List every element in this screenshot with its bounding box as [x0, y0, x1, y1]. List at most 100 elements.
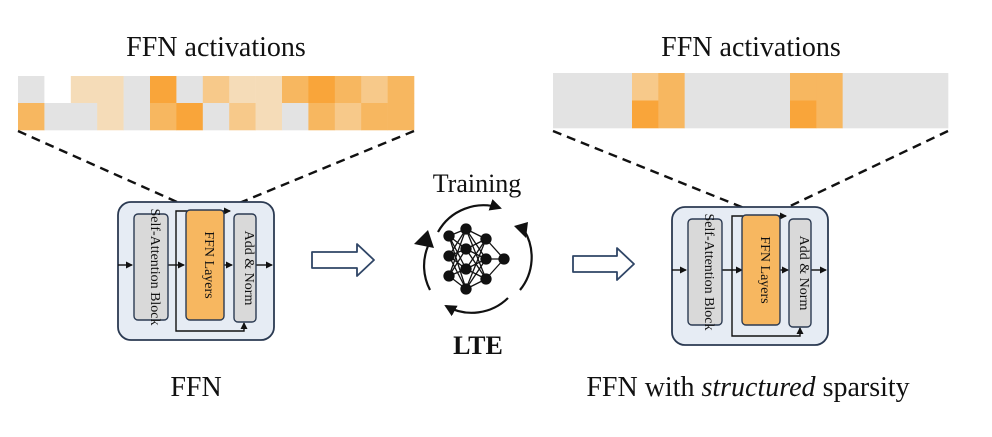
- left-heatmap-cell-r1-c12: [334, 103, 362, 131]
- left-heatmap-cell-r1-c7: [202, 103, 230, 131]
- left-self-attention-label: Self-Attention Block: [147, 208, 162, 325]
- right-heatmap-cell-r1-c7: [737, 100, 764, 129]
- right-heatmap-cell-r0-c10: [816, 73, 843, 101]
- right-transformer-block: Self-Attention Block FFN Layers Add & No…: [671, 206, 829, 346]
- right-heatmap-cell-r1-c12: [869, 100, 896, 129]
- right-heatmap-cell-r0-c14: [921, 73, 949, 101]
- nn-node: [443, 250, 455, 262]
- nn-node: [460, 223, 472, 235]
- right-heatmap-cell-r1-c11: [842, 100, 870, 129]
- right-add-norm-module: [788, 218, 812, 328]
- right-add-norm-label: Add & Norm: [796, 236, 811, 311]
- cycle-arrowhead-right-icon: [514, 222, 528, 238]
- right-heatmap-title: FFN activations: [661, 32, 841, 63]
- left-heatmap-cell-r0-c2: [70, 76, 98, 104]
- right-heatmap-cell-r0-c11: [842, 73, 870, 101]
- left-caption: FFN: [170, 372, 221, 403]
- left-zoom-line-right: [231, 129, 415, 208]
- right-self-attention-module: [687, 218, 723, 326]
- right-panel: FFN activations Self-Attention Block FFN…: [552, 32, 949, 403]
- left-heatmap-cell-r0-c9: [255, 76, 283, 104]
- training-cycle-icon: [423, 199, 533, 317]
- nn-edge: [465, 238, 487, 270]
- nn-node: [498, 253, 510, 265]
- right-heatmap-cell-r1-c6: [711, 100, 738, 129]
- nn-node: [460, 283, 472, 295]
- left-zoom-line-left: [17, 129, 187, 208]
- right-heatmap-cell-r0-c0: [553, 73, 580, 101]
- right-heatmap-cell-r1-c14: [921, 100, 949, 129]
- right-heatmap-cell-r0-c5: [684, 73, 712, 101]
- left-ffn-label: FFN Layers: [201, 231, 216, 298]
- right-caption-em: structured: [701, 372, 816, 403]
- left-add-norm-label: Add & Norm: [241, 231, 256, 306]
- left-heatmap-cell-r0-c1: [44, 76, 72, 104]
- left-bottom-residual: [175, 265, 248, 332]
- right-heatmap-cell-r1-c8: [763, 100, 791, 129]
- right-activation-heatmap: [553, 73, 949, 129]
- nn-node: [460, 263, 472, 275]
- left-ffn-module: [185, 209, 225, 321]
- left-heatmap-cell-r1-c6: [176, 103, 204, 131]
- nn-node: [443, 230, 455, 242]
- left-heatmap-cell-r1-c5: [150, 103, 177, 131]
- right-zoom-line-right: [785, 129, 949, 210]
- right-heatmap-cell-r1-c1: [579, 100, 606, 129]
- left-self-attention-module: [133, 213, 169, 321]
- training-label: Training: [433, 169, 522, 198]
- left-heatmap-cell-r0-c0: [18, 76, 45, 104]
- left-heatmap-cell-r1-c0: [18, 103, 45, 131]
- cycle-arrowhead-left-icon: [414, 230, 434, 248]
- neural-network-icon: [443, 223, 510, 295]
- left-transition-arrow-icon: [311, 243, 375, 277]
- left-heatmap-cell-r0-c4: [123, 76, 151, 104]
- right-zoom-line-left: [552, 129, 745, 210]
- nn-node: [443, 270, 455, 282]
- right-heatmap-cell-r1-c13: [895, 100, 922, 129]
- right-heatmap-cell-r0-c12: [869, 73, 896, 101]
- left-transformer-block: Self-Attention Block FFN Layers Add & No…: [117, 201, 275, 341]
- left-heatmap-cell-r0-c3: [97, 76, 124, 104]
- right-heatmap-cell-r1-c9: [790, 100, 817, 129]
- right-heatmap-cell-r0-c8: [763, 73, 791, 101]
- left-panel: FFN activations Self-Attention Block FFN…: [17, 32, 415, 403]
- right-heatmap-cell-r1-c2: [605, 100, 633, 129]
- left-heatmap-cell-r0-c8: [229, 76, 256, 104]
- lte-label: LTE: [453, 331, 503, 360]
- nn-node: [480, 253, 492, 265]
- right-heatmap-cell-r0-c2: [605, 73, 633, 101]
- left-heatmap-cell-r1-c13: [361, 103, 388, 131]
- right-heatmap-cell-r0-c6: [711, 73, 738, 101]
- left-activation-heatmap: [18, 76, 415, 131]
- left-heatmap-cell-r0-c11: [308, 76, 336, 104]
- right-heatmap-cell-r1-c10: [816, 100, 843, 129]
- left-heatmap-cell-r1-c14: [387, 103, 415, 131]
- nn-edge: [448, 228, 467, 277]
- nn-edge: [465, 258, 487, 290]
- right-caption: FFN with structured sparsity: [586, 372, 909, 403]
- right-self-attention-label: Self-Attention Block: [701, 213, 716, 330]
- left-heatmap-cell-r1-c9: [255, 103, 283, 131]
- right-heatmap-cell-r1-c0: [553, 100, 580, 129]
- left-heatmap-cell-r1-c8: [229, 103, 256, 131]
- right-heatmap-cell-r1-c4: [658, 100, 685, 129]
- right-heatmap-cell-r0-c3: [632, 73, 659, 101]
- left-heatmap-cell-r0-c6: [176, 76, 204, 104]
- left-heatmap-cell-r1-c11: [308, 103, 336, 131]
- left-heatmap-cell-r0-c14: [387, 76, 415, 104]
- left-heatmap-cell-r0-c10: [282, 76, 309, 104]
- nn-node: [460, 243, 472, 255]
- right-ffn-module: [741, 214, 781, 326]
- nn-node: [480, 273, 492, 285]
- left-heatmap-cell-r1-c10: [282, 103, 309, 131]
- left-heatmap-title: FFN activations: [126, 32, 306, 63]
- left-heatmap-cell-r1-c1: [44, 103, 72, 131]
- right-heatmap-cell-r0-c9: [790, 73, 817, 101]
- right-heatmap-cell-r0-c4: [658, 73, 685, 101]
- right-heatmap-cell-r0-c7: [737, 73, 764, 101]
- left-heatmap-cell-r0-c13: [361, 76, 388, 104]
- left-heatmap-cell-r1-c2: [70, 103, 98, 131]
- right-bottom-residual: [731, 270, 804, 337]
- nn-edge: [465, 238, 487, 290]
